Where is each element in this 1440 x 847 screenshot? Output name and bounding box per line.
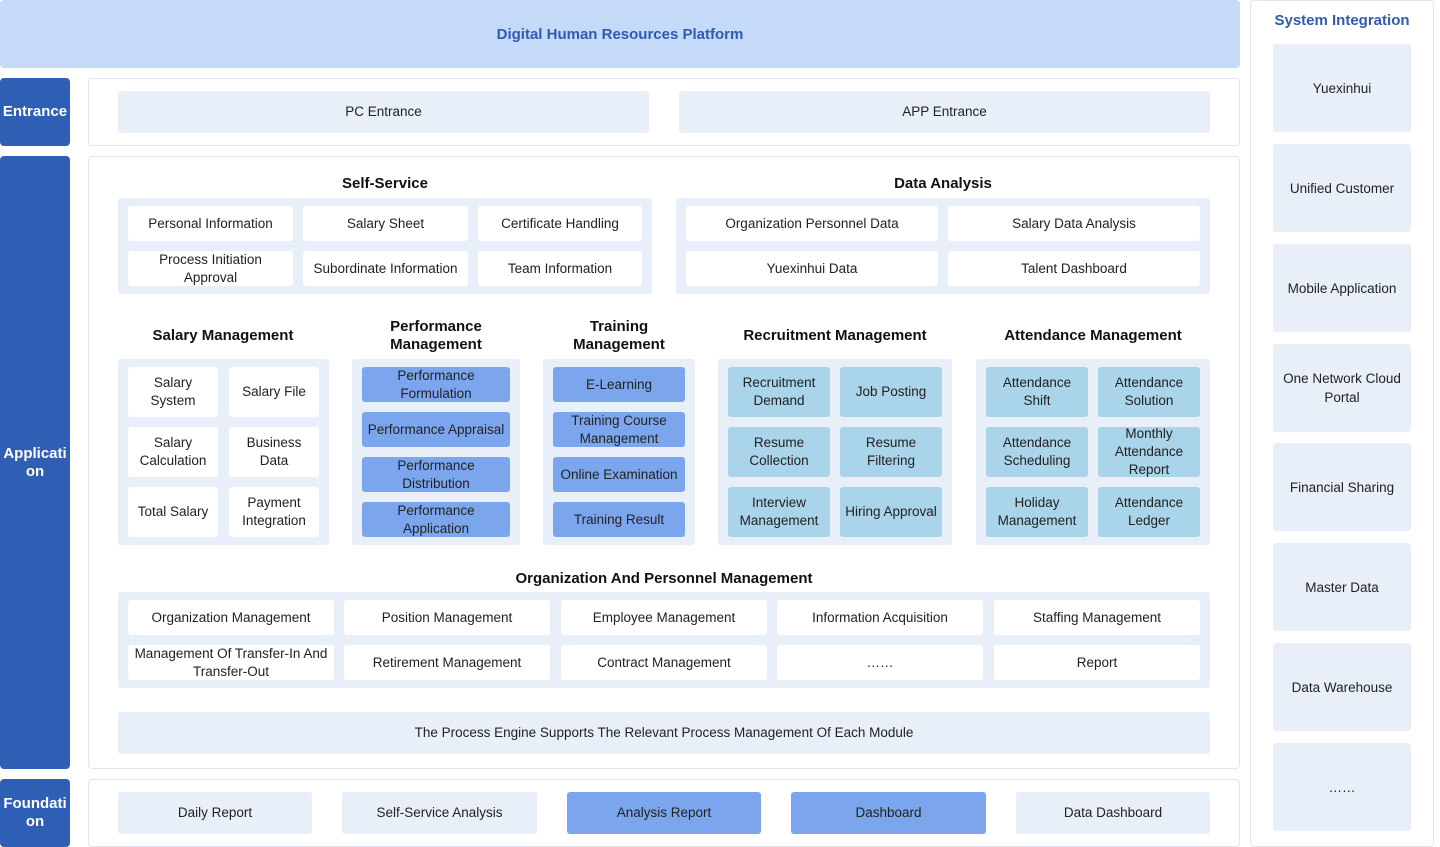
attendance-item[interactable]: Attendance Shift	[986, 367, 1088, 417]
process-engine-bar: The Process Engine Supports The Relevant…	[118, 712, 1210, 754]
org-item[interactable]: Management Of Transfer-In And Transfer-O…	[128, 645, 334, 680]
attendance-item[interactable]: Attendance Scheduling	[986, 427, 1088, 477]
org-item-ellipsis: ……	[777, 645, 983, 680]
org-item[interactable]: Staffing Management	[994, 600, 1200, 635]
performance-item[interactable]: Performance Application	[362, 502, 510, 537]
org-item[interactable]: Information Acquisition	[777, 600, 983, 635]
self-service-item[interactable]: Personal Information	[128, 206, 293, 241]
foundation-item[interactable]: Analysis Report	[567, 792, 761, 834]
org-item[interactable]: Report	[994, 645, 1200, 680]
org-item[interactable]: Contract Management	[561, 645, 767, 680]
salary-item[interactable]: Salary File	[229, 367, 319, 417]
org-item[interactable]: Retirement Management	[344, 645, 550, 680]
attendance-item[interactable]: Attendance Ledger	[1098, 487, 1200, 537]
recruitment-item[interactable]: Interview Management	[728, 487, 830, 537]
training-item[interactable]: E-Learning	[553, 367, 685, 402]
org-item[interactable]: Organization Management	[128, 600, 334, 635]
system-integration-item-ellipsis: ……	[1273, 743, 1411, 831]
pc-entrance[interactable]: PC Entrance	[118, 91, 649, 133]
performance-item[interactable]: Performance Distribution	[362, 457, 510, 492]
platform-title: Digital Human Resources Platform	[0, 0, 1240, 68]
data-analysis-item[interactable]: Talent Dashboard	[948, 251, 1200, 286]
system-integration-item[interactable]: One Network Cloud Portal	[1273, 344, 1411, 432]
system-integration-item[interactable]: Mobile Application	[1273, 244, 1411, 332]
system-integration-item[interactable]: Financial Sharing	[1273, 443, 1411, 531]
recruitment-management-title: Recruitment Management	[743, 327, 927, 344]
training-management-title: Training Management	[573, 318, 665, 353]
training-item[interactable]: Online Examination	[553, 457, 685, 492]
data-analysis-item[interactable]: Yuexinhui Data	[686, 251, 938, 286]
salary-management-title: Salary Management	[152, 327, 294, 344]
attendance-management-title: Attendance Management	[1004, 327, 1182, 344]
attendance-item[interactable]: Monthly Attendance Report	[1098, 426, 1200, 477]
performance-management-title: Performance Management	[390, 318, 482, 353]
org-item[interactable]: Employee Management	[561, 600, 767, 635]
org-management-title: Organization And Personnel Management	[515, 570, 813, 587]
salary-item[interactable]: Salary System	[128, 367, 218, 417]
self-service-title: Self-Service	[342, 175, 428, 192]
recruitment-item[interactable]: Resume Collection	[728, 427, 830, 477]
self-service-item[interactable]: Process Initiation Approval	[128, 251, 293, 286]
training-item[interactable]: Training Result	[553, 502, 685, 537]
system-integration-item[interactable]: Yuexinhui	[1273, 44, 1411, 132]
foundation-item[interactable]: Dashboard	[791, 792, 986, 834]
system-integration-item[interactable]: Unified Customer	[1273, 144, 1411, 232]
app-entrance[interactable]: APP Entrance	[679, 91, 1210, 133]
salary-item[interactable]: Salary Calculation	[128, 427, 218, 477]
salary-item[interactable]: Payment Integration	[229, 487, 319, 537]
self-service-item[interactable]: Subordinate Information	[303, 251, 468, 286]
foundation-item[interactable]: Data Dashboard	[1016, 792, 1210, 834]
section-label-foundation: Foundation	[0, 779, 70, 847]
section-label-entrance: Entrance	[0, 78, 70, 146]
salary-item[interactable]: Business Data	[229, 427, 319, 477]
self-service-item[interactable]: Salary Sheet	[303, 206, 468, 241]
performance-item[interactable]: Performance Formulation	[362, 367, 510, 402]
recruitment-item[interactable]: Hiring Approval	[840, 487, 942, 537]
attendance-item[interactable]: Holiday Management	[986, 487, 1088, 537]
system-integration-title: System Integration	[1274, 12, 1410, 29]
data-analysis-item[interactable]: Salary Data Analysis	[948, 206, 1200, 241]
foundation-item[interactable]: Self-Service Analysis	[342, 792, 537, 834]
system-integration-item[interactable]: Master Data	[1273, 543, 1411, 631]
recruitment-item[interactable]: Resume Filtering	[840, 427, 942, 477]
salary-item[interactable]: Total Salary	[128, 487, 218, 537]
section-label-application: Application	[0, 156, 70, 769]
attendance-item[interactable]: Attendance Solution	[1098, 367, 1200, 417]
org-item[interactable]: Position Management	[344, 600, 550, 635]
training-item[interactable]: Training Course Management	[553, 412, 685, 447]
performance-item[interactable]: Performance Appraisal	[362, 412, 510, 447]
foundation-item[interactable]: Daily Report	[118, 792, 312, 834]
recruitment-item[interactable]: Job Posting	[840, 367, 942, 417]
data-analysis-title: Data Analysis	[894, 175, 992, 192]
self-service-item[interactable]: Team Information	[478, 251, 642, 286]
data-analysis-item[interactable]: Organization Personnel Data	[686, 206, 938, 241]
recruitment-item[interactable]: Recruitment Demand	[728, 367, 830, 417]
system-integration-item[interactable]: Data Warehouse	[1273, 643, 1411, 731]
self-service-item[interactable]: Certificate Handling	[478, 206, 642, 241]
